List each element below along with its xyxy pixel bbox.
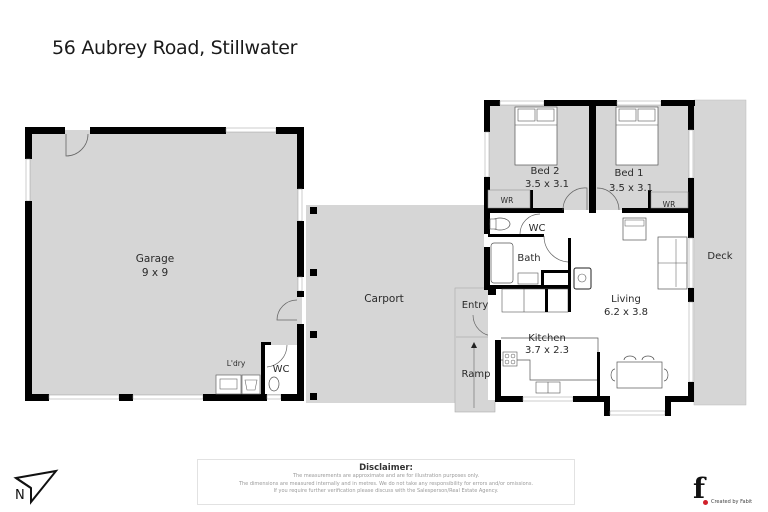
disclaimer-box: Disclaimer: The measurements are approxi… bbox=[197, 459, 575, 505]
entry-label: Entry bbox=[462, 300, 489, 311]
brand-dot-icon bbox=[703, 500, 708, 505]
kitchen-label: Kitchen bbox=[528, 333, 566, 344]
north-compass: N bbox=[6, 466, 62, 506]
disclaimer-line: The dimensions are measured internally a… bbox=[238, 480, 534, 487]
wc-label: WC bbox=[529, 223, 546, 234]
bed1-size: 3.5 x 3.1 bbox=[609, 183, 653, 194]
garage-area bbox=[25, 127, 304, 401]
laundry-label: L'dry bbox=[227, 359, 246, 368]
disclaimer-line: If you require further verification plea… bbox=[273, 488, 499, 494]
north-arrow-icon bbox=[13, 469, 59, 505]
deck-area bbox=[693, 99, 747, 406]
brand-credit: Created by Fabit bbox=[711, 499, 753, 505]
house-area bbox=[484, 100, 695, 416]
bed2-wardrobe-label: WR bbox=[501, 196, 514, 205]
garage-wc-label: WC bbox=[273, 364, 290, 375]
garage-label: Garage bbox=[136, 253, 174, 265]
ramp-label: Ramp bbox=[462, 369, 491, 380]
north-label: N bbox=[15, 488, 25, 503]
bath-label: Bath bbox=[517, 253, 540, 264]
deck-label: Deck bbox=[707, 251, 732, 262]
carport-area bbox=[306, 205, 484, 403]
garage-size: 9 x 9 bbox=[142, 267, 168, 279]
page-title: 56 Aubrey Road, Stillwater bbox=[52, 37, 298, 59]
branding-logo: f Created by Fabit bbox=[693, 472, 763, 508]
bed2-label: Bed 2 bbox=[531, 166, 560, 177]
living-label: Living bbox=[611, 294, 641, 305]
brand-letter: f bbox=[693, 472, 706, 505]
carport-label: Carport bbox=[364, 293, 404, 305]
kitchen-size: 3.7 x 2.3 bbox=[525, 345, 569, 356]
bed2-bed-icon bbox=[514, 106, 558, 166]
living-size: 6.2 x 3.8 bbox=[604, 307, 648, 318]
bed1-wardrobe-label: WR bbox=[663, 200, 676, 209]
disclaimer-title: Disclaimer: bbox=[359, 463, 413, 473]
bed1-label: Bed 1 bbox=[615, 168, 644, 179]
bed1-bed-icon bbox=[615, 106, 659, 166]
bed2-size: 3.5 x 3.1 bbox=[525, 179, 569, 190]
disclaimer-line: The measurements are approximate and are… bbox=[292, 473, 480, 479]
